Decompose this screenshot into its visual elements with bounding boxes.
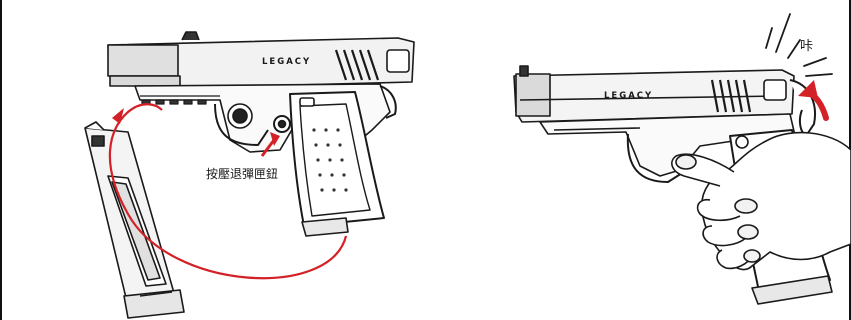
- slide-engraving-left: LEGACY: [262, 57, 311, 67]
- click-sound-lines: [766, 14, 832, 76]
- hand: [672, 133, 851, 270]
- release-button-label: 按壓退彈匣鈕: [206, 167, 278, 181]
- click-sound-label: 咔: [800, 39, 813, 54]
- slide-engraving-right: LEGACY: [604, 91, 653, 101]
- pistol-left: [108, 32, 414, 236]
- ejected-magazine: [85, 122, 184, 318]
